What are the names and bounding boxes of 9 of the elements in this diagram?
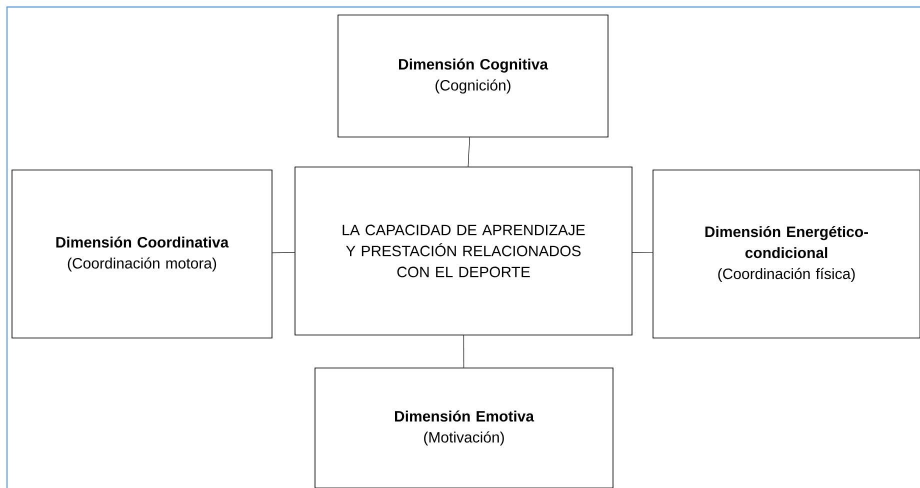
dimension-box: Dimensión Coordinativa (Coordinación motora) bbox=[12, 170, 272, 338]
dimension-box: Dimensión Emotiva (Motivación) bbox=[314, 368, 614, 488]
dimension-box: Dimensión Cognitiva (Cognición) bbox=[338, 14, 608, 138]
dimension-box: Dimensión Energético-condicional (Coordinación física) bbox=[652, 170, 920, 338]
connector-line bbox=[463, 335, 464, 368]
connector-line bbox=[272, 252, 295, 254]
connector-line bbox=[632, 252, 653, 254]
connector-line bbox=[468, 137, 470, 167]
dimension-box: LA CAPACIDAD DE APRENDIZAJE Y PRESTACIÓN RELACIONADOS CON EL DEPORTE bbox=[294, 166, 632, 336]
